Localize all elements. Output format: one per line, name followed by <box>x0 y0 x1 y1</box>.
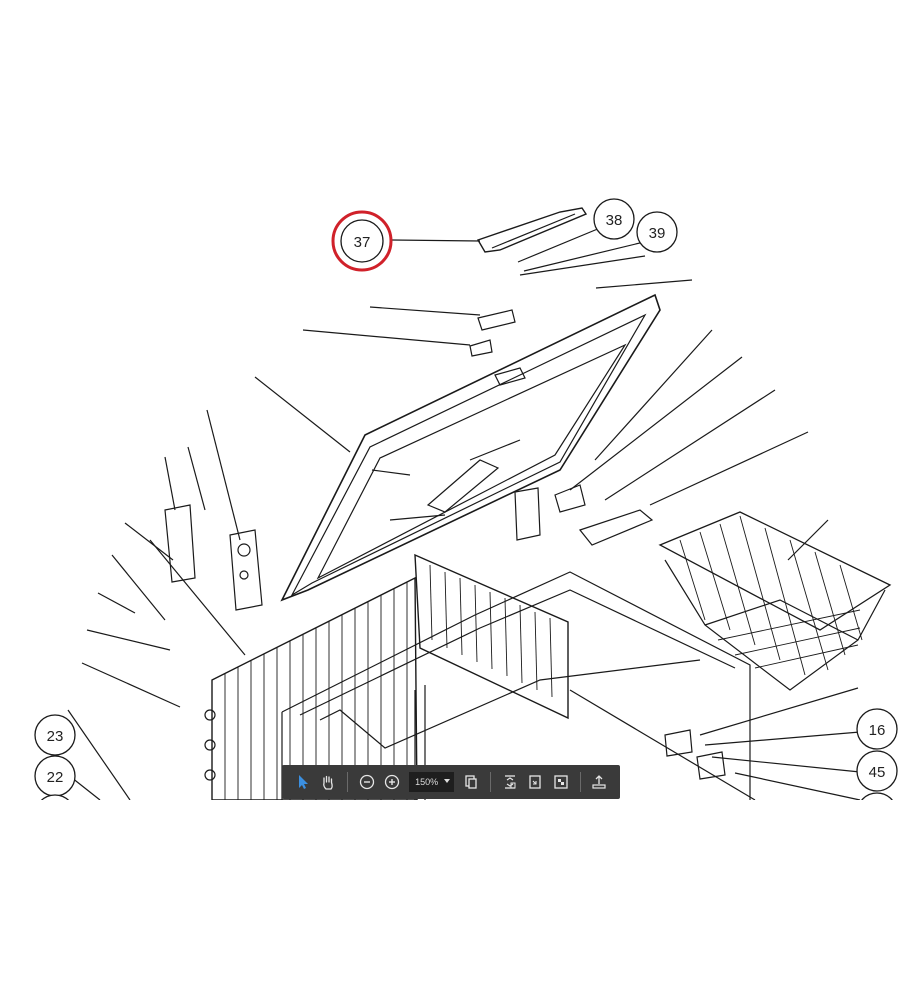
callout-45-label: 45 <box>869 764 886 781</box>
export-share-icon[interactable] <box>586 769 612 795</box>
highlight-ring <box>331 210 393 272</box>
toolbar-separator <box>347 772 349 792</box>
callout-16-label: 16 <box>869 722 886 739</box>
callout-22-label: 22 <box>47 769 64 786</box>
callout-37-label: 37 <box>354 234 371 251</box>
fit-width-icon[interactable] <box>522 769 548 795</box>
leader-line <box>391 239 481 242</box>
fit-page-icon[interactable] <box>497 769 523 795</box>
callout-37-circle <box>340 219 384 263</box>
chevron-down-icon <box>444 779 451 783</box>
callout-39-label: 39 <box>649 225 666 242</box>
viewer-toolbar: 150% <box>282 765 620 799</box>
callout-23-label: 23 <box>47 728 64 745</box>
fullscreen-icon[interactable] <box>548 769 574 795</box>
page-copy-icon[interactable] <box>458 769 484 795</box>
select-pointer-icon[interactable] <box>290 769 316 795</box>
zoom-in-icon[interactable] <box>380 769 406 795</box>
callout-38-label: 38 <box>606 212 623 229</box>
toolbar-separator <box>579 772 581 792</box>
zoom-level-select[interactable]: 150% <box>409 772 455 792</box>
hand-pan-icon[interactable] <box>316 769 342 795</box>
zoom-out-icon[interactable] <box>354 769 380 795</box>
toolbar-separator <box>489 772 491 792</box>
zoom-level-value: 150% <box>415 777 439 787</box>
